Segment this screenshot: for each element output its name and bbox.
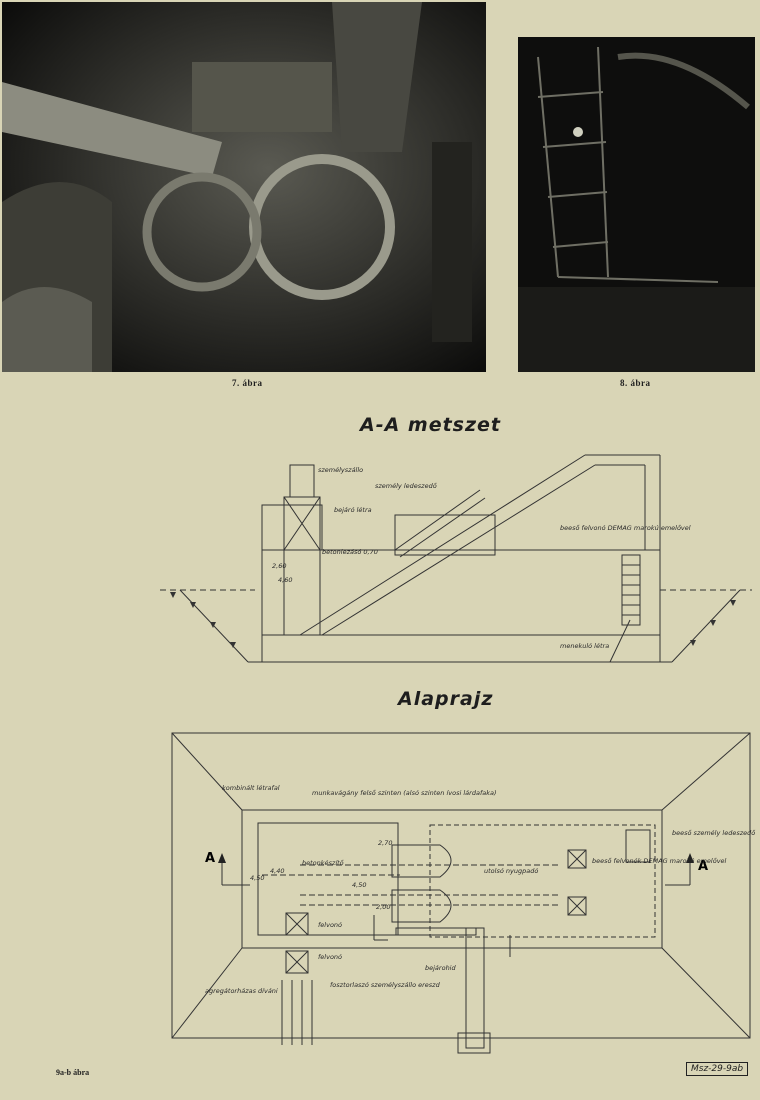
section-drawing: személyszállo személy ledeszedő bejáró l… bbox=[160, 454, 752, 663]
label-bejarohid: bejárohid bbox=[425, 964, 456, 972]
photo-figure-7 bbox=[2, 2, 486, 372]
label-fosztorlaszto: fosztorlaszó személyszállo ereszd bbox=[330, 981, 441, 989]
label-munkavagany: munkavágány felső szinten (alsó szinten … bbox=[312, 788, 497, 797]
tunnel-machinery-photo bbox=[2, 2, 486, 372]
label-utoso-nyugpado: utolsó nyugpadó bbox=[484, 867, 538, 875]
label-beeso-szemely: beeső személy ledeszedő bbox=[672, 828, 756, 837]
label-demag: beeső felvonó DEMAG marokú emelővel bbox=[560, 523, 691, 532]
dim-plan-b: 4,50 bbox=[352, 881, 366, 889]
dim-plan-c: 2,70 bbox=[378, 839, 392, 847]
shaft-scaffold-photo bbox=[518, 37, 755, 372]
figure-8-caption: 8. ábra bbox=[620, 378, 651, 388]
label-szemely-ledeszedo: személy ledeszedő bbox=[375, 481, 438, 490]
section-title: A-A metszet bbox=[360, 414, 502, 436]
photo-figure-8 bbox=[518, 37, 755, 372]
drawing-code: Msz-29-9ab bbox=[686, 1062, 749, 1076]
label-felvono-1: felvonó bbox=[318, 921, 342, 929]
label-bejaro-letra: bejáró létra bbox=[334, 506, 372, 514]
dim-label-1: 2,60 bbox=[272, 562, 286, 570]
figure-7-caption: 7. ábra bbox=[232, 378, 263, 388]
label-betonkeszito-plan: betonkészítő bbox=[302, 858, 345, 867]
label-szemelyszallo: személyszállo bbox=[318, 466, 363, 474]
dim-plan-d: 4,50 bbox=[250, 874, 264, 882]
figure-9-caption: 9a-b ábra bbox=[56, 1068, 90, 1077]
label-beeso-felvonok: beeső felvonók DEMAG marokú emelővel bbox=[592, 856, 727, 865]
plan-drawing: A A kombinált létrafal munkavágány felső… bbox=[171, 732, 756, 1054]
plan-title: Alaprajz bbox=[398, 688, 494, 710]
label-menekulo-letra: menekuló létra bbox=[560, 642, 609, 650]
dim-plan-a: 4,40 bbox=[270, 867, 284, 875]
dim-plan-e: 2,00 bbox=[376, 903, 390, 911]
label-felvono-2: felvonó bbox=[318, 953, 342, 961]
dim-label-2: 4,60 bbox=[278, 576, 292, 584]
section-mark-right: A bbox=[698, 859, 708, 874]
label-aggregator: agregátorházas díváni bbox=[205, 987, 278, 995]
label-betonkeszito: betonlezásó 0,70 bbox=[322, 548, 378, 556]
label-kombinalt: kombinált létrafal bbox=[222, 784, 280, 792]
section-mark-left: A bbox=[205, 851, 215, 866]
